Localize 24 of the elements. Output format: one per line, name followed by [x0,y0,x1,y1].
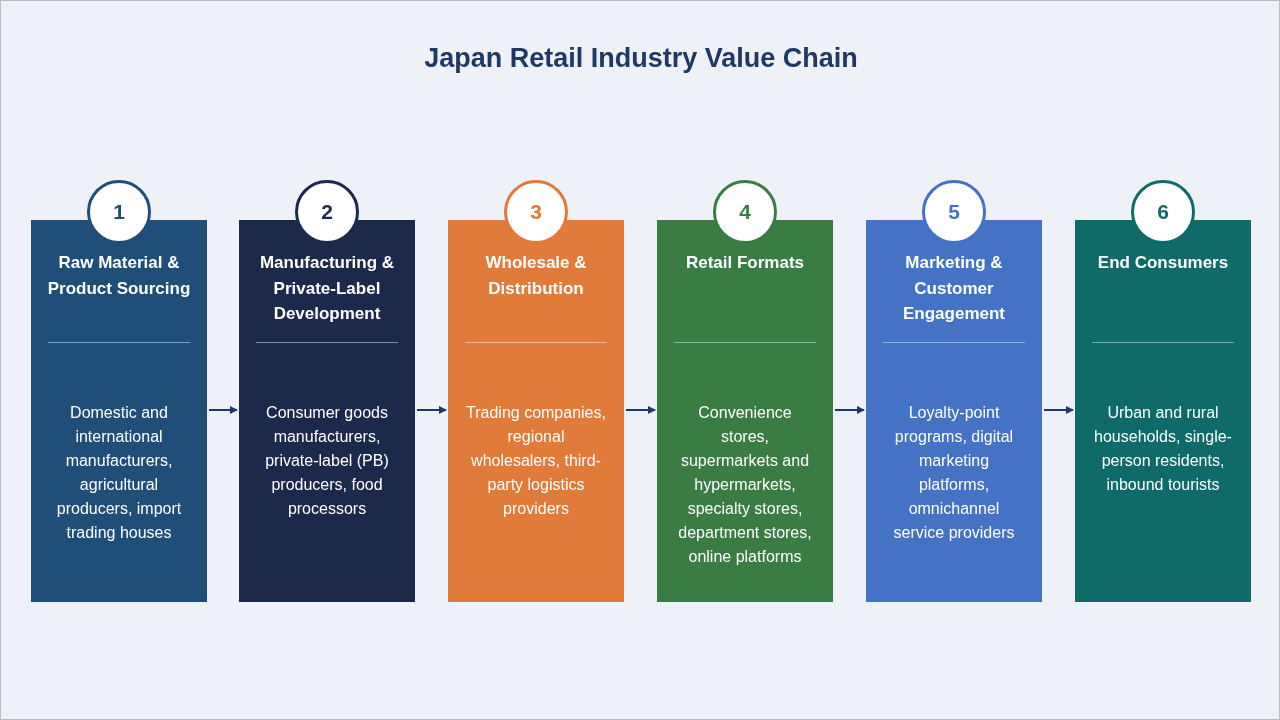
diagram-title: Japan Retail Industry Value Chain [423,43,859,74]
step-number: 3 [504,180,568,244]
step-number: 4 [713,180,777,244]
step-number: 2 [295,180,359,244]
step-description: Consumer goods manufacturers, private-label (PB) producers, food processors [264,403,390,519]
step-description: Loyalty-point programs, digital marketing platforms, omnichannel service providers [892,403,1016,543]
arrow [416,406,447,414]
step-description: Domestic and international manufacturers, agricultural producers, import trading houses [55,403,183,543]
step-description: Urban and rural households, single-person residents, inbound tourists [1093,403,1233,495]
arrow [1043,406,1074,414]
arrow [208,406,238,414]
step-heading: Marketing & Customer Engagement [902,252,1006,325]
step-heading: Manufacturing & Private-Label Development [258,252,396,325]
step-number: 5 [922,180,986,244]
step-heading: Raw Material & Product Sourcing [46,252,192,300]
arrow [625,406,656,414]
step-number: 6 [1131,180,1195,244]
step-description: Convenience stores, supermarkets and hypermarkets, specialty stores, department stores, online platforms [677,403,813,567]
step-number: 1 [87,180,151,244]
step-heading: Retail Formats [684,252,806,274]
step-description: Trading companies, regional wholesalers, third-party logistics providers [466,403,606,519]
step-heading: Wholesale & Distribution [484,252,588,300]
step-heading: End Consumers [1096,252,1230,274]
arrow [834,406,865,414]
